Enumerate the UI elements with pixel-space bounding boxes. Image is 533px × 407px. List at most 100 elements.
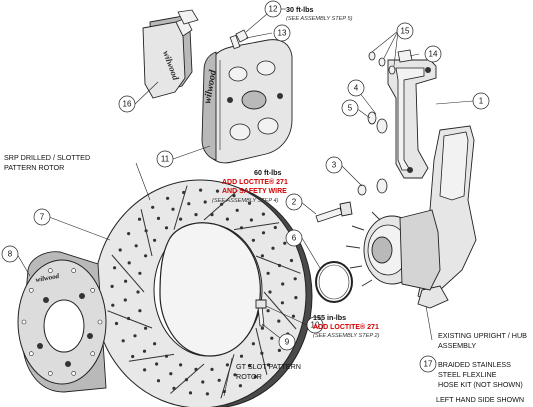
callout-number: 1 [479, 97, 484, 106]
callout-7: 7 [33, 208, 51, 226]
rotor-screw [255, 299, 267, 327]
rotor-drill-hole [126, 316, 131, 321]
torque-2-loctite: ADD LOCTITE® 271 [222, 178, 288, 186]
o-ring [315, 261, 353, 303]
rotor-drill-hole [184, 378, 188, 382]
callout-15: 15 [396, 22, 414, 40]
hose-label-3: HOSE KIT (NOT SHOWN) [438, 380, 523, 389]
callout-number: 8 [8, 250, 13, 259]
callout-11: 11 [156, 150, 174, 168]
callout-number: 11 [161, 155, 170, 164]
hat-bolt [47, 371, 53, 376]
rotor-drill-hole [268, 290, 272, 294]
rotor-drill-hole [153, 342, 157, 346]
rotor-drill-hole [171, 207, 175, 211]
rotor-drill-hole [123, 298, 127, 302]
rotor-drill-hole [138, 309, 142, 313]
rotor-drill-hole [151, 205, 155, 209]
gt-rotor-label-1: GT SLOT PATTERN [236, 362, 301, 371]
rotor-drill-hole [283, 241, 287, 245]
callout-number: 5 [348, 104, 353, 113]
upright-label-1: EXISTING UPRIGHT / HUB [438, 331, 527, 340]
rotor-drill-hole [144, 326, 148, 330]
side-label: LEFT HAND SIDE SHOWN [436, 395, 524, 404]
hose-label-1: BRAIDED STAINLESS [438, 360, 511, 369]
rotor-drill-hole [249, 218, 253, 222]
gt-rotor-label-2: ROTOR [236, 372, 262, 381]
rotor-drill-hole [251, 342, 255, 346]
hat-bolt [71, 268, 76, 273]
rotor-slot [111, 254, 145, 293]
rotor-drill-hole [137, 217, 142, 221]
rotor-drill-hole [266, 309, 270, 313]
rotor-drill-hole [114, 321, 119, 326]
rotor-drill-hole [166, 196, 170, 200]
rotor-drill-hole [270, 336, 274, 340]
rotor-drill-hole [277, 348, 281, 352]
rotor-drill-hole [138, 271, 142, 275]
upright-label-2: ASSEMBLY [438, 341, 476, 350]
rotor-drill-hole [143, 368, 147, 372]
rotor-drill-hole [110, 284, 114, 288]
callout-14: 14 [424, 45, 442, 63]
rotor-slot [263, 291, 297, 330]
rotor-hat: wilwood [17, 251, 107, 393]
rotor-drill-hole [225, 217, 229, 221]
rotor-drill-hole [235, 208, 239, 212]
rotor-drill-hole [239, 354, 244, 358]
rotor-drill-hole [266, 363, 271, 367]
callout-9: 9 [278, 333, 296, 351]
rotor-drill-hole [144, 229, 148, 233]
callout-5: 5 [341, 99, 359, 117]
srp-rotor-label-1: SRP DRILLED / SLOTTED [4, 153, 90, 162]
torque-10-note: (SEE ASSEMBLY STEP 2) [313, 333, 380, 339]
hat-bolt [97, 319, 103, 325]
callout-number: 7 [40, 213, 45, 222]
caliper-bracket [387, 59, 437, 179]
rotor-drill-hole [169, 372, 173, 376]
rotor-drill-hole [280, 301, 284, 305]
torque-10-value: 155 in-lbs [313, 313, 346, 322]
callout-number: 13 [278, 29, 287, 38]
rotor-drill-hole [187, 202, 191, 206]
rotor-drill-hole [247, 201, 252, 205]
rotor-drill-hole [182, 190, 186, 195]
rotor-drill-hole [210, 367, 214, 371]
callout-number: 2 [292, 198, 297, 207]
rotor-drill-hole [277, 319, 281, 323]
rotor-drill-hole [118, 248, 122, 252]
torque-2-value: 60 ft-lbs [254, 168, 282, 177]
upright-hub-assembly [315, 125, 477, 309]
rotor-drill-hole [194, 213, 198, 217]
torque-2-safety-wire: AND SAFETY WIRE [222, 188, 287, 195]
rotor-drill-hole [113, 266, 117, 270]
rotor-drill-hole [153, 238, 157, 242]
rotor-drill-hole [121, 339, 125, 343]
hat-bolt [21, 319, 27, 325]
callout-4: 4 [347, 79, 365, 97]
callout-16: 16 [118, 95, 136, 113]
torque-10-loctite: ADD LOCTITE® 271 [313, 323, 379, 331]
callout-number: 17 [424, 360, 433, 369]
rotor-drill-hole [260, 254, 264, 258]
rotor-drill-hole [271, 246, 275, 250]
rotor [93, 179, 313, 407]
rotor-drill-hole [199, 188, 203, 192]
rotor-drill-hole [194, 367, 198, 371]
rotor-drill-hole [172, 386, 176, 390]
rotor-drill-hole [203, 200, 207, 204]
rotor-drill-hole [201, 380, 205, 384]
hat-bolt [47, 268, 53, 273]
callout-17: 17 [419, 355, 437, 373]
callout-number: 12 [269, 5, 278, 14]
rotor-drill-hole [179, 363, 183, 367]
rotor-drill-hole [289, 258, 294, 263]
rotor-drill-hole [156, 216, 161, 220]
rotor-drill-hole [131, 354, 135, 359]
rotor-drill-hole [247, 364, 252, 368]
caliper: wilwood [201, 34, 293, 164]
hat-bolt [28, 287, 34, 293]
rotor-drill-hole [291, 314, 295, 318]
rotor-drill-hole [127, 232, 131, 236]
rotor-drill-hole [232, 194, 236, 198]
